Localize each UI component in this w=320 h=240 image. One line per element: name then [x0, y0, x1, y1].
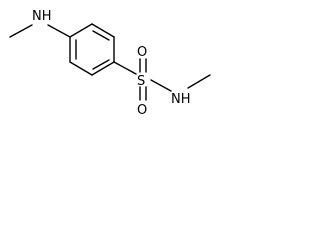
- bond-ring-6: [69, 23, 93, 38]
- nh-left-label: NH: [32, 9, 52, 24]
- bond-methyl-nh-left: [9, 24, 33, 38]
- bond-ring-inner-2: [92, 59, 110, 70]
- s-label: S: [137, 74, 145, 89]
- bond-s-nh-right: [150, 79, 172, 92]
- bond-ring-3: [91, 61, 115, 76]
- bond-nh-ring: [47, 24, 71, 38]
- o-top-label: O: [137, 45, 147, 60]
- bond-ring-s: [113, 61, 137, 75]
- structure-canvas: NH S O O NH: [0, 0, 250, 144]
- molecule-structure: NH S O O NH: [9, 9, 211, 118]
- bond-ring-inner-3: [92, 30, 110, 41]
- nh-right-label: NH: [171, 92, 191, 107]
- bond-ring-2: [69, 61, 93, 76]
- bond-ring-5: [91, 23, 115, 38]
- bond-nh-right-methyl: [187, 74, 211, 89]
- o-bottom-label: O: [137, 103, 147, 118]
